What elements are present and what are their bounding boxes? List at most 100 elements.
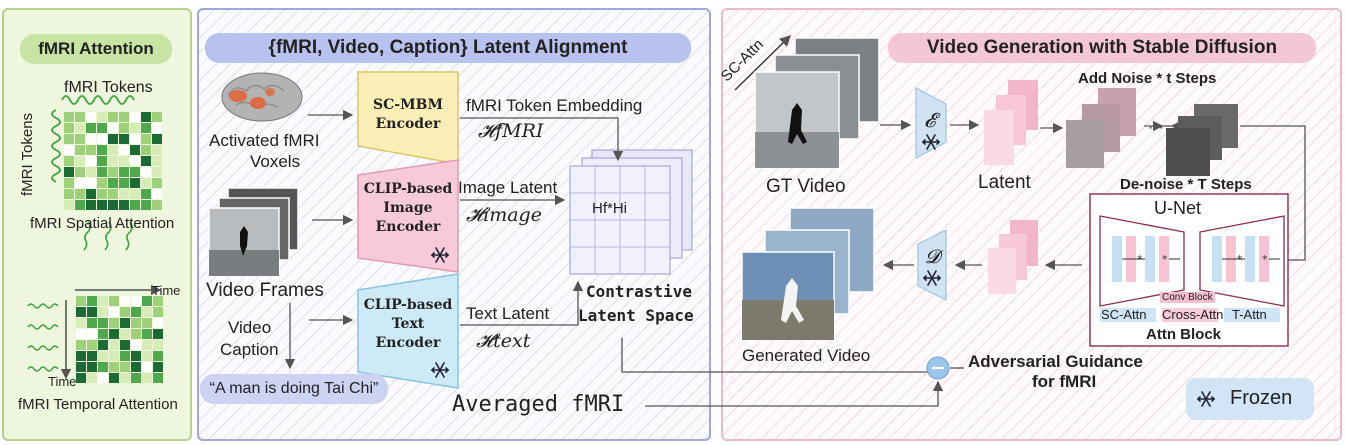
heatmap-cell <box>141 167 151 177</box>
h-fmri-label: 𝓗fMRI <box>478 120 544 142</box>
heatmap-cell <box>120 362 130 372</box>
heatmap-cell <box>86 145 96 155</box>
gt-video-label: GT Video <box>766 176 846 197</box>
activated-label-1: Activated fMRI <box>209 131 320 150</box>
heatmap-cell <box>152 178 162 188</box>
heatmap-cell <box>86 112 96 122</box>
heatmap-cell <box>130 134 140 144</box>
heatmap-cell <box>130 200 140 210</box>
heatmap-cell <box>153 351 163 361</box>
unet-up-shape <box>1199 215 1285 307</box>
heatmap-cell <box>119 123 129 133</box>
heatmap-cell <box>64 112 74 122</box>
heatmap-cell <box>131 307 141 317</box>
heatmap-cell <box>86 156 96 166</box>
averaged-fmri-label: Averaged fMRI <box>452 392 625 417</box>
wave-icon <box>27 303 59 309</box>
gt-video-stack <box>754 37 880 169</box>
heatmap-cell <box>64 200 74 210</box>
svg-text:*: * <box>1237 253 1243 266</box>
heatmap-cell <box>76 373 86 383</box>
heatmap-cell <box>152 134 162 144</box>
heatmap-cell <box>108 145 118 155</box>
adversarial-label-2: for fMRI <box>1032 372 1097 391</box>
heatmap-cell <box>119 178 129 188</box>
decoder-symbol: 𝓓 <box>925 246 940 268</box>
heatmap-cell <box>75 167 85 177</box>
heatmap-cell <box>75 134 85 144</box>
caption-label-1: Video <box>228 318 272 337</box>
heatmap-cell <box>109 329 119 339</box>
tokens-side-label: fMRI Tokens <box>19 112 37 197</box>
generated-video-stack <box>741 207 875 341</box>
frozen-legend-box <box>1186 378 1314 420</box>
temporal-heatmap <box>76 296 163 383</box>
heatmap-cell <box>130 123 140 133</box>
heatmap-cell <box>98 373 108 383</box>
heatmap-cell <box>152 156 162 166</box>
heatmap-cell <box>97 189 107 199</box>
tokens-top-label: fMRI Tokens <box>64 79 153 96</box>
wave-icon <box>27 324 59 330</box>
time-side-label: Time <box>48 374 77 389</box>
generation-title: Video Generation with Stable Diffusion <box>888 33 1316 63</box>
heatmap-cell <box>153 307 163 317</box>
heatmap-cell <box>119 112 129 122</box>
heatmap-cell <box>98 340 108 350</box>
add-noise-label: Add Noise * t Steps <box>1078 70 1217 87</box>
h-image-label: 𝓗image <box>466 204 542 226</box>
heatmap-cell <box>120 318 130 328</box>
heatmap-cell <box>109 373 119 383</box>
heatmap-cell <box>152 167 162 177</box>
heatmap-cell <box>76 296 86 306</box>
wave-icon <box>83 221 91 251</box>
heatmap-cell <box>64 145 74 155</box>
text-latent-label: Text Latent <box>466 304 550 323</box>
heatmap-cell <box>87 296 97 306</box>
heatmap-cell <box>109 340 119 350</box>
latent-label: Latent <box>978 172 1031 193</box>
heatmap-cell <box>119 167 129 177</box>
heatmap-cell <box>64 156 74 166</box>
denoised-latent-stack <box>988 220 1038 294</box>
heatmap-cell <box>109 362 119 372</box>
heatmap-cell <box>97 123 107 133</box>
pure-noise-stack <box>1166 104 1238 176</box>
heatmap-cell <box>119 145 129 155</box>
heatmap-cell <box>108 167 118 177</box>
heatmap-cell <box>98 329 108 339</box>
heatmap-cell <box>86 189 96 199</box>
heatmap-cell <box>97 112 107 122</box>
activated-label-2: Voxels <box>250 152 301 171</box>
svg-text:*: * <box>1262 253 1268 266</box>
heatmap-cell <box>142 296 152 306</box>
sc-attn-label: SC-Attn <box>1101 307 1147 322</box>
heatmap-cell <box>108 156 118 166</box>
heatmap-cell <box>97 167 107 177</box>
h-text-label: 𝓗text <box>476 330 531 352</box>
heatmap-cell <box>141 156 151 166</box>
heatmap-cell <box>131 351 141 361</box>
hf-hi-label: Hf*Hi <box>592 200 628 217</box>
heatmap-cell <box>98 296 108 306</box>
latent-stack <box>984 80 1038 165</box>
temporal-caption: fMRI Temporal Attention <box>18 396 178 413</box>
image-latent-label: Image Latent <box>458 178 558 197</box>
heatmap-cell <box>87 362 97 372</box>
heatmap-cell <box>97 200 107 210</box>
heatmap-cell <box>141 200 151 210</box>
ellipsis: ··· <box>1148 119 1164 136</box>
heatmap-cell <box>141 145 151 155</box>
heatmap-cell <box>64 123 74 133</box>
encoder-symbol: 𝓔 <box>924 108 936 132</box>
heatmap-cell <box>87 307 97 317</box>
heatmap-cell <box>86 200 96 210</box>
heatmap-cell <box>130 189 140 199</box>
heatmap-cell <box>75 189 85 199</box>
heatmap-cell <box>120 373 130 383</box>
heatmap-cell <box>131 318 141 328</box>
heatmap-cell <box>120 307 130 317</box>
heatmap-cell <box>86 167 96 177</box>
